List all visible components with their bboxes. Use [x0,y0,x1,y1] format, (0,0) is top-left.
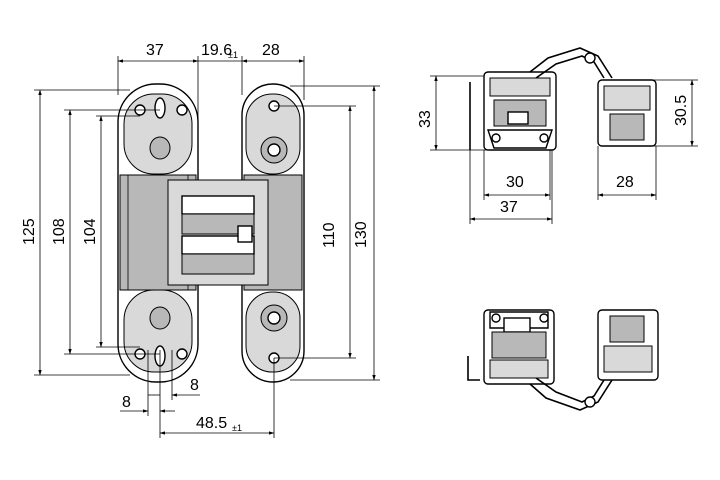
dim-top-28: 28 [262,42,280,59]
link-arm-upper [181,195,255,215]
left-top-hole [176,104,188,116]
hinge-side-view-bottom [467,309,659,411]
side-top-dimensions: 33 30.5 30 28 37 [417,75,698,224]
left-top-adjuster [149,136,171,160]
dim-right-110: 110 [321,222,338,248]
dim-side-28: 28 [616,174,634,191]
dim-side-37: 37 [500,199,518,216]
front-dimensions: 37 19.6 ±1 28 125 108 104 110 130 [21,42,380,438]
dim-right-130: 130 [353,221,370,248]
dim-top-19-6: 19.6 [201,42,232,59]
dim-top-19-6-tolerance: ±1 [228,50,238,60]
dim-left-108: 108 [51,218,68,245]
dim-side-30: 30 [506,174,524,191]
hinge-front-view [117,83,305,383]
dim-side-33: 33 [417,110,434,128]
dim-bottom-48-5-tolerance: ±1 [232,423,242,433]
link-arm-mid [181,213,255,235]
right-leaf-bottom-cap [245,291,301,373]
dim-bottom-8-a: 8 [122,394,131,411]
left-top-slot [154,97,166,119]
dim-side-30-5: 30.5 [673,95,690,126]
dim-bottom-48-5: 48.5 [196,415,227,432]
hinge-side-view-top [469,47,657,151]
side-top-linkage [529,47,613,79]
side-bottom-linkage [529,379,613,411]
dim-top-37: 37 [146,42,164,59]
left-bottom-adjuster [149,306,171,330]
dim-bottom-8-b: 8 [190,377,199,394]
dim-left-125: 125 [21,218,38,245]
dim-left-104: 104 [82,218,99,245]
link-arm-base [181,253,255,275]
